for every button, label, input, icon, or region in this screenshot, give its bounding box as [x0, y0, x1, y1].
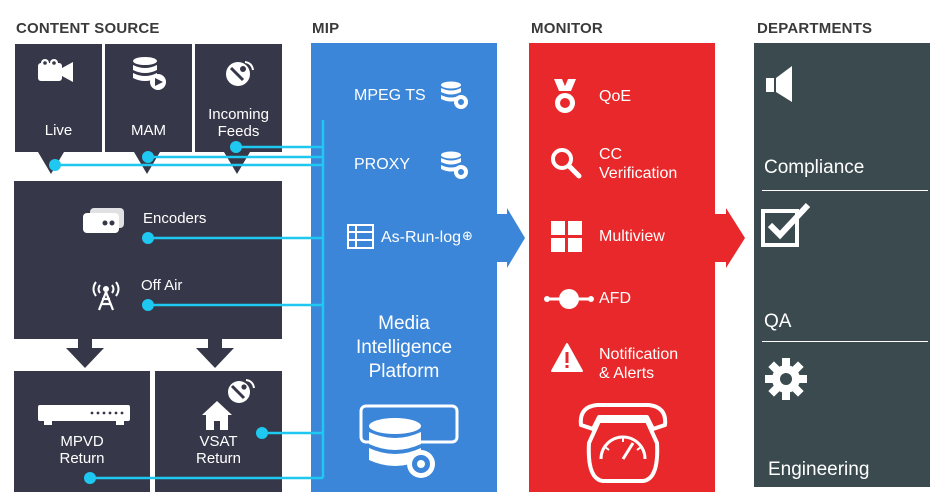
content-source-header: CONTENT SOURCE	[16, 20, 160, 37]
antenna-tower-icon	[92, 281, 120, 311]
monitor-header: MONITOR	[531, 20, 603, 37]
magnifier-search-icon	[551, 148, 582, 179]
notification-label-2: & Alerts	[599, 365, 655, 382]
live-label: Live	[44, 122, 73, 139]
notification-label-1: Notification	[599, 346, 679, 363]
satellite-dish-icon	[226, 61, 254, 86]
server-database-icon	[359, 404, 459, 478]
cc-verification-label: CC Verification	[599, 145, 677, 183]
monitor-panel: QoE CC Verification Multiview AFD Notifi…	[529, 43, 715, 492]
afd-slider-icon	[544, 289, 594, 309]
mpeg-ts-label: MPEG TS	[354, 87, 426, 104]
departments-header: DEPARTMENTS	[757, 20, 873, 37]
mip-to-monitor-arrow	[495, 208, 525, 268]
database-play-icon	[133, 57, 166, 90]
departments-panel: Compliance QA Engineering	[754, 43, 930, 487]
mip-title-line-2: Intelligence	[355, 337, 453, 358]
warning-triangle-icon	[551, 343, 583, 372]
encoder-icon	[83, 208, 124, 233]
incoming-feeds-tile[interactable]: Incoming Feeds	[195, 44, 282, 152]
afd-label: AFD	[599, 290, 631, 307]
mip-header: MIP	[312, 20, 340, 37]
home-satellite-icon	[202, 379, 255, 430]
database-gear-icon-mpeg	[441, 81, 468, 109]
mam-label: MAM	[131, 122, 166, 139]
set-top-box-icon	[38, 405, 130, 425]
checkbox-checked-icon	[761, 202, 811, 247]
qa-label: QA	[764, 311, 792, 332]
video-camera-icon	[38, 59, 73, 82]
cc-label-1: CC	[599, 146, 623, 163]
mpvd-label-2: Return	[59, 450, 105, 467]
mip-panel: MPEG TS PROXY As-Run-log ⊕ Media Intelli…	[311, 43, 497, 492]
award-medal-icon	[554, 79, 576, 113]
monitor-to-departments-arrow	[713, 208, 745, 268]
cc-label-2: Verification	[599, 165, 678, 182]
mip-title-line-3: Platform	[368, 361, 440, 382]
mpvd-label-1: MPVD	[60, 433, 104, 450]
add-circle-icon: ⊕	[462, 229, 473, 244]
qoe-label: QoE	[599, 88, 632, 105]
vsat-label-1: VSAT	[199, 433, 238, 450]
encoders-offair-panel: Encoders Off Air	[14, 181, 282, 339]
separator-2	[762, 341, 928, 342]
panel-down-arrows	[66, 338, 234, 368]
gear-icon	[765, 358, 807, 400]
as-run-log-label: As-Run-log	[381, 229, 462, 246]
encoders-label: Encoders	[143, 210, 207, 227]
multiview-grid-icon	[551, 221, 582, 252]
separator-1	[762, 190, 928, 191]
megaphone-speaker-icon	[766, 66, 792, 102]
incoming-feeds-label-2: Feeds	[217, 123, 260, 140]
incoming-feeds-label-1: Incoming	[208, 106, 269, 123]
vsat-return-tile[interactable]: VSAT Return	[155, 371, 282, 492]
source-down-arrows	[38, 152, 250, 174]
mpvd-return-tile[interactable]: MPVD Return	[14, 371, 150, 492]
mip-title-line-1: Media	[378, 313, 430, 334]
mip-title: Media Intelligence Platform	[311, 312, 497, 384]
proxy-label: PROXY	[354, 156, 411, 173]
compliance-label: Compliance	[764, 157, 865, 178]
mam-tile[interactable]: MAM	[105, 44, 192, 152]
live-tile[interactable]: Live	[15, 44, 102, 152]
table-grid-icon	[347, 224, 374, 249]
engineering-label: Engineering	[768, 459, 870, 480]
off-air-label: Off Air	[141, 277, 183, 294]
multiview-label: Multiview	[599, 228, 665, 245]
notification-alerts-label: Notification & Alerts	[599, 345, 678, 383]
database-gear-icon-proxy	[441, 151, 468, 179]
vsat-label-2: Return	[195, 450, 242, 467]
alarm-telephone-icon	[578, 403, 668, 483]
